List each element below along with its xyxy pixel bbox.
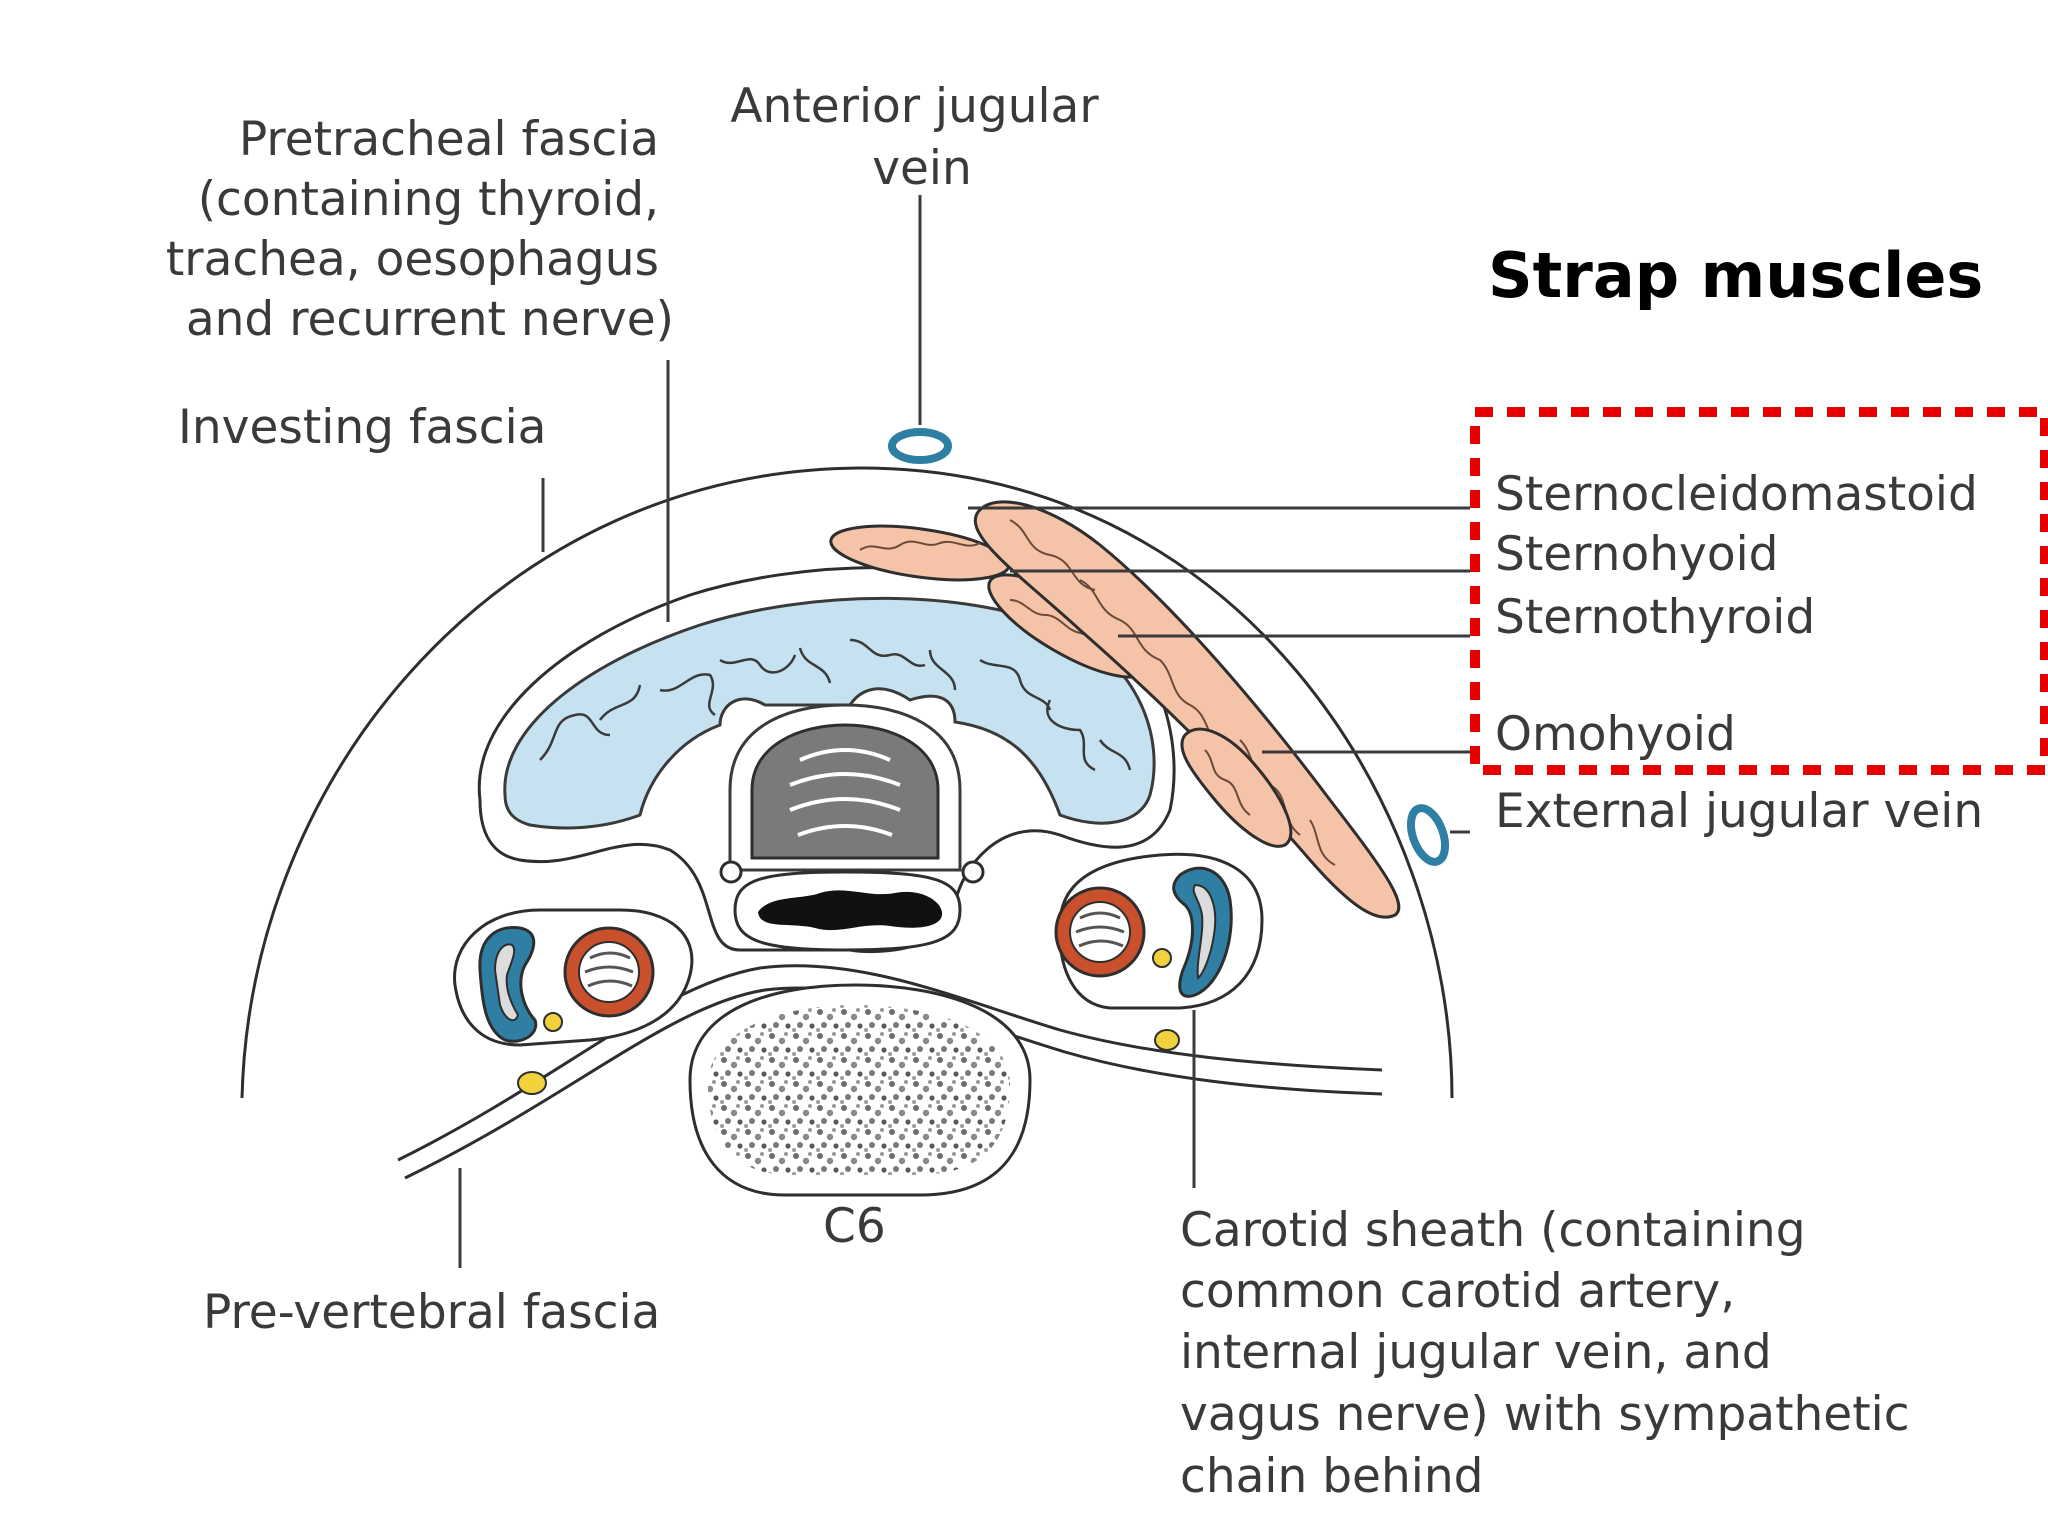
- vertebral-body: [708, 1005, 1010, 1175]
- vagus-nerve-right: [1152, 948, 1172, 968]
- prevertebral-fascia-label: Pre-vertebral fascia: [203, 1285, 660, 1340]
- external-jugular-vein: [1406, 804, 1450, 866]
- sternohyoid-label: Sternohyoid: [1495, 527, 1778, 582]
- strap-muscles-highlight-box: [1470, 407, 2048, 775]
- anterior-jugular-vein-label: Anterior jugular vein: [730, 79, 1113, 196]
- omohyoid-muscle: [1180, 727, 1293, 848]
- thyroid-lobule-lines: [539, 638, 1132, 772]
- sternocleidomastoid-texture: [1009, 519, 1336, 866]
- thyroid-gland: [503, 596, 1156, 830]
- carotid-artery-wall-lines-right: [1075, 911, 1125, 948]
- trachea: [750, 723, 940, 860]
- vertebra-label: C6: [823, 1199, 886, 1254]
- sternohyoid-texture: [859, 540, 981, 551]
- recurrent-nerve-left: [719, 860, 743, 884]
- trachea-lumen-rings: [789, 748, 901, 837]
- strap-muscles-title: Strap muscles: [1488, 239, 1983, 312]
- omohyoid-texture: [1204, 749, 1251, 816]
- internal-jugular-vein-left: [478, 926, 538, 1043]
- sternothyroid-label: Sternothyroid: [1495, 590, 1815, 645]
- recurrent-nerve-right: [961, 860, 985, 884]
- vein-lumen-left: [493, 943, 520, 1022]
- sympathetic-chain-right: [1154, 1029, 1180, 1051]
- carotid-sheath-label: Carotid sheath (containing common caroti…: [1180, 1203, 1925, 1504]
- sympathetic-chain-left: [517, 1071, 547, 1095]
- investing-fascia-arc: [240, 466, 1454, 1099]
- investing-fascia-label: Investing fascia: [178, 400, 546, 455]
- vagus-nerve-left: [543, 1012, 563, 1032]
- pretracheal-fascia-outline: [477, 566, 1176, 953]
- external-jugular-vein-label: External jugular vein: [1495, 784, 1983, 839]
- prevertebral-fascia-upper: [397, 964, 1383, 1162]
- carotid-artery-wall-lines-left: [584, 951, 634, 988]
- oesophagus: [758, 890, 943, 931]
- vein-lumen-right: [1192, 883, 1217, 980]
- omohyoid-label: Omohyoid: [1495, 707, 1736, 762]
- sternocleidomastoid-muscle: [973, 500, 1401, 919]
- sternocleidomastoid-label: Sternocleidomastoid: [1495, 467, 1978, 522]
- anterior-jugular-vein: [888, 428, 952, 464]
- pretracheal-fascia-label: Pretracheal fascia (containing thyroid, …: [166, 112, 674, 347]
